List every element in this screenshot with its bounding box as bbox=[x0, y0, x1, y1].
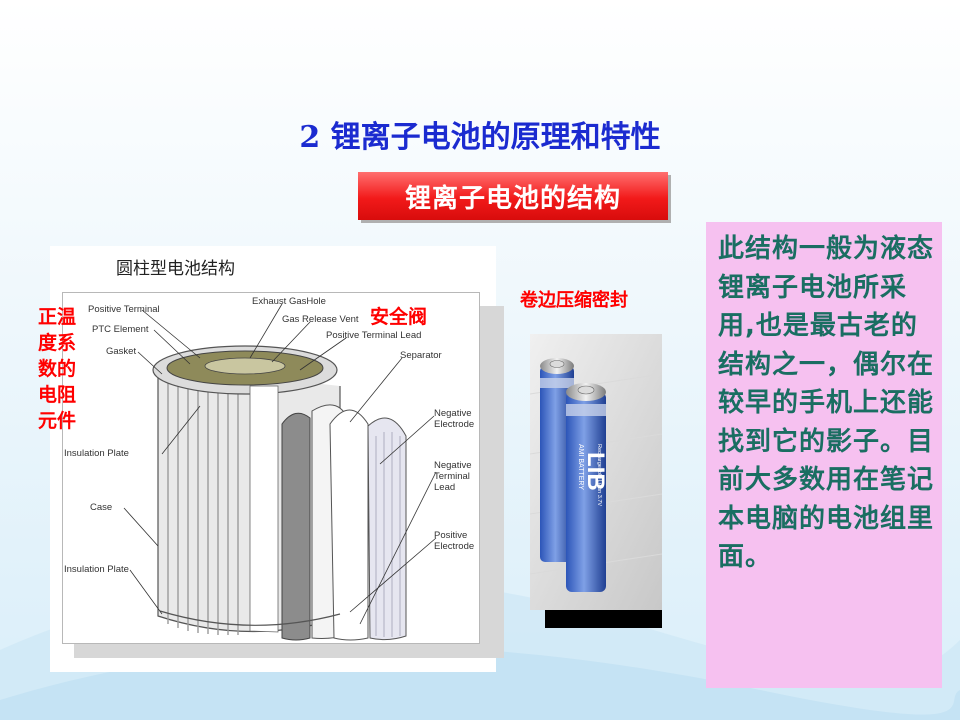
battery-small-text: Rechargeable Li-ion 3.7V bbox=[596, 444, 602, 506]
label-gasket: Gasket bbox=[106, 346, 137, 357]
cylindrical-cell-drawing bbox=[123, 303, 437, 641]
ptc-annotation-line: 电阻 bbox=[38, 384, 77, 406]
ptc-annotation-line: 度系 bbox=[38, 332, 77, 354]
diagram-heading: 圆柱型电池结构 bbox=[116, 259, 235, 279]
safety-valve-annotation: 安全阀 bbox=[368, 302, 430, 329]
label-case: Case bbox=[90, 502, 113, 513]
ptc-annotation-line: 正温 bbox=[38, 306, 77, 328]
label-ptc-element: PTC Element bbox=[92, 324, 149, 335]
battery-lib-text: LIB bbox=[582, 452, 609, 491]
label-positive-electrode: Positive Electrode bbox=[434, 530, 475, 552]
battery-diagram: 圆柱型电池结构 bbox=[50, 246, 504, 672]
label-negative-electrode: Negative Electrode bbox=[434, 408, 475, 430]
label-positive-terminal: Positive Terminal bbox=[88, 304, 160, 315]
label-positive-terminal-lead: Positive Terminal Lead bbox=[326, 330, 422, 341]
label-insulation-plate-bottom: Insulation Plate bbox=[64, 564, 129, 575]
slide-title: 2 锂离子电池的原理和特性 bbox=[299, 120, 661, 155]
label-insulation-plate-top: Insulation Plate bbox=[64, 448, 129, 459]
battery-photo: AMI BATTERY LIB Rechargeable Li-ion 3.7V bbox=[530, 334, 662, 610]
label-negative-terminal-lead: Negative Terminal Lead bbox=[434, 460, 472, 493]
description-text: 此结构一般为液态锂离子电池所采用,也是最古老的结构之一，偶尔在较早的手机上还能找… bbox=[718, 234, 935, 572]
description-box: 此结构一般为液态锂离子电池所采用,也是最古老的结构之一，偶尔在较早的手机上还能找… bbox=[706, 222, 942, 688]
label-exhaust-gas-hole: Exhaust GasHole bbox=[252, 296, 326, 307]
ptc-annotation: 正温 度系 数的 电阻 元件 bbox=[38, 304, 76, 434]
subtitle-banner: 锂离子电池的结构 bbox=[358, 172, 668, 220]
crimp-seal-annotation: 卷边压缩密封 bbox=[520, 290, 628, 311]
ptc-annotation-line: 元件 bbox=[38, 410, 77, 432]
label-separator: Separator bbox=[400, 350, 442, 361]
label-gas-release-vent: Gas Release Vent bbox=[282, 314, 359, 325]
ptc-annotation-line: 数的 bbox=[38, 358, 77, 380]
battery-brand: AMI BATTERY bbox=[577, 444, 584, 490]
